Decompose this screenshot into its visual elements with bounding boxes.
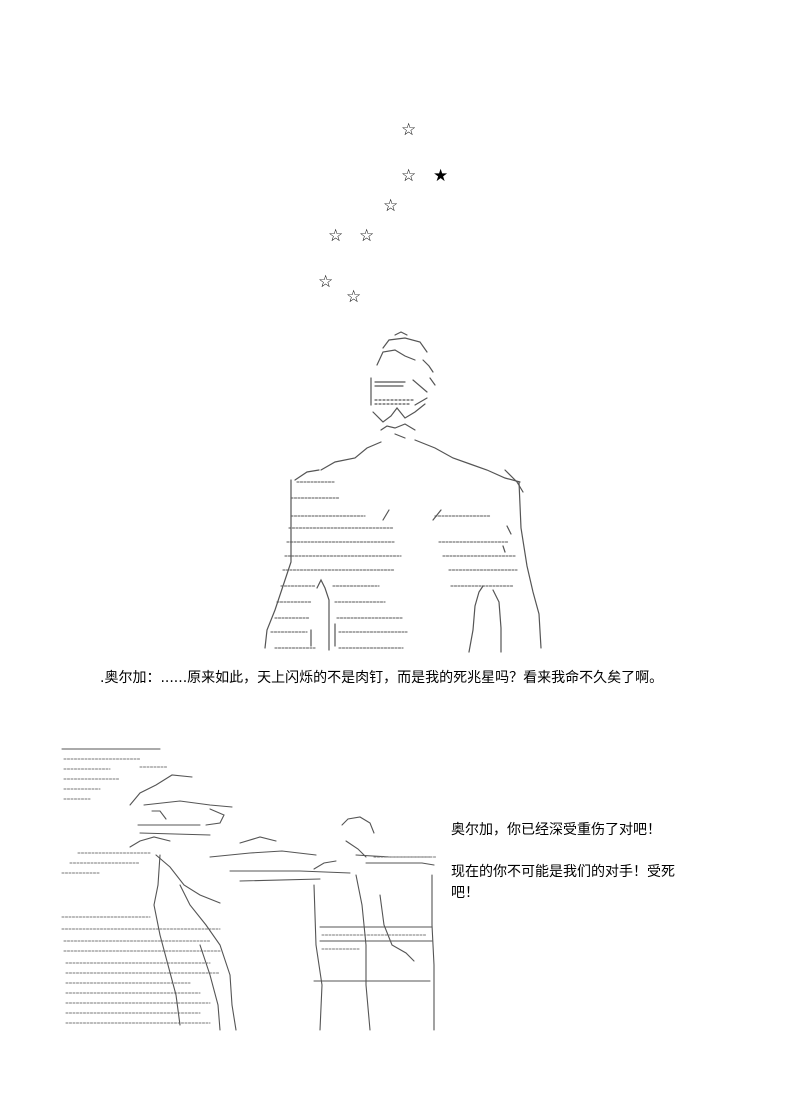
star-icon: ☆: [401, 166, 417, 186]
star-icon: ☆: [359, 226, 375, 246]
star-icon: ☆: [383, 196, 399, 216]
ascii-art-man-figure: [255, 330, 555, 655]
dialogue-block: 奥尔加，你已经深受重伤了对吧！ 现在的你不可能是我们的对手！受死 吧！: [451, 820, 701, 904]
star-icon: ☆: [318, 272, 334, 292]
dialogue-line: 吧！: [451, 885, 479, 901]
ascii-art-soldiers-scene: [60, 745, 445, 1035]
star-icon: ☆: [328, 226, 344, 246]
dialogue-line: 现在的你不可能是我们的对手！受死: [451, 864, 675, 880]
star-icon: ☆: [346, 287, 362, 307]
filled-star-icon: ★: [433, 166, 449, 186]
dialogue-spacer: [451, 841, 701, 862]
star-icon: ☆: [401, 120, 417, 140]
dialogue-line: 奥尔加，你已经深受重伤了对吧！: [451, 822, 661, 838]
narration-caption: .奥尔加：......原来如此，天上闪烁的不是肉钉，而是我的死兆星吗？看来我命不…: [100, 670, 664, 686]
